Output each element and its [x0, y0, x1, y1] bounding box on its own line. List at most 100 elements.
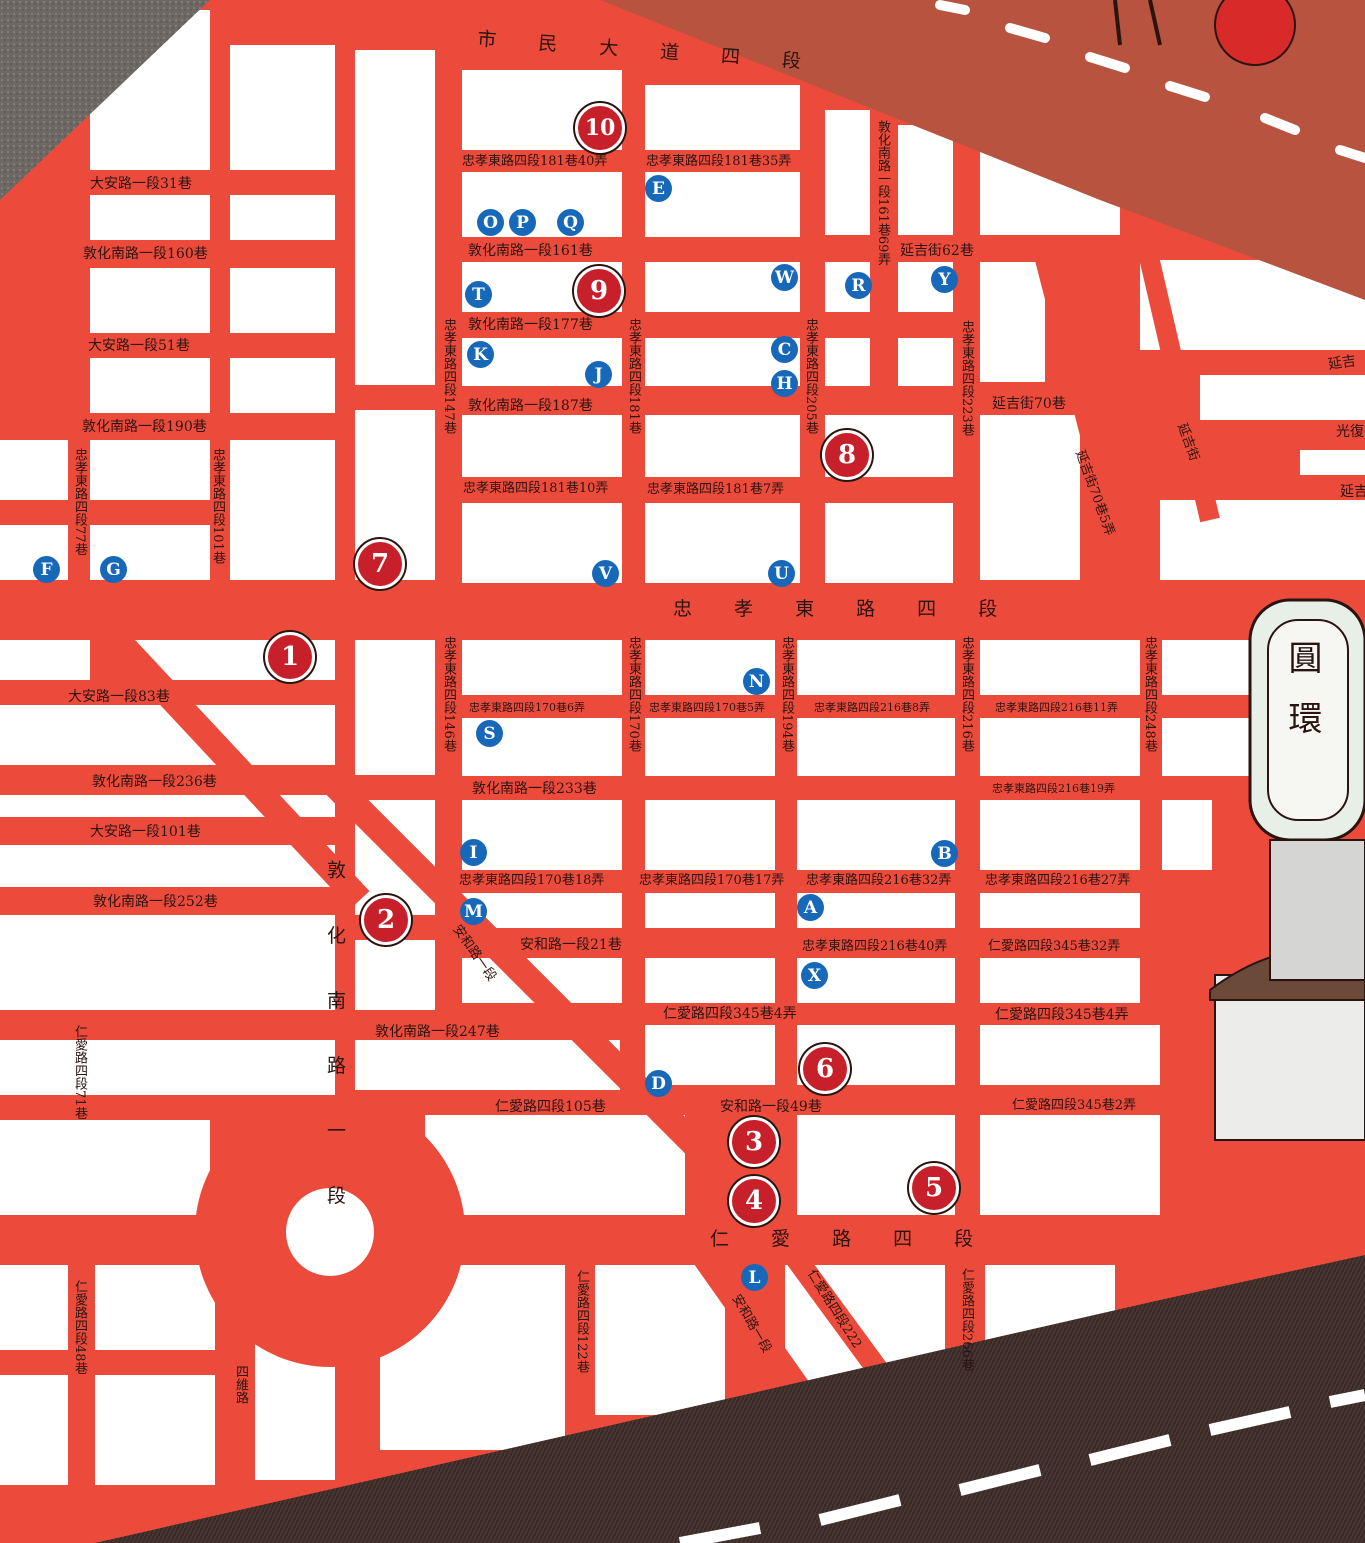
label-alley-vertical: 忠孝東路四段205巷	[803, 318, 818, 434]
label-alley: 延吉街70巷	[992, 396, 1066, 412]
label-alley: 延吉街62巷	[900, 243, 974, 259]
blue-marker[interactable]: M	[460, 898, 487, 925]
red-marker[interactable]: 2	[361, 895, 411, 945]
blue-marker[interactable]: U	[768, 560, 795, 587]
blue-marker[interactable]: I	[460, 839, 487, 866]
roundabout-sign	[1209, 598, 1365, 1141]
road-zhongxiao: 忠 孝 東 路 四 段	[673, 598, 1016, 620]
blue-marker[interactable]: L	[741, 1264, 768, 1291]
label-alley: 忠孝東路四段181巷7弄	[647, 482, 785, 497]
blue-marker[interactable]: G	[100, 556, 127, 583]
sign-text: 圓 環	[1282, 640, 1322, 743]
label-alley: 忠孝東路四段181巷40弄	[462, 154, 608, 169]
label-alley: 敦化南路一段160巷	[83, 246, 208, 262]
label-lane: 忠孝東路四段170巷5弄	[649, 701, 765, 714]
gravel-corner	[0, 0, 210, 200]
label-alley: 敦化南路一段190巷	[82, 419, 207, 435]
label-alley: 大安路一段83巷	[68, 689, 170, 705]
blue-marker[interactable]: S	[476, 720, 503, 747]
label-alley: 仁愛路四段345巷2弄	[1012, 1098, 1137, 1113]
label-edge: 光復	[1336, 424, 1364, 440]
blue-marker[interactable]: X	[801, 962, 828, 989]
label-alley: 大安路一段31巷	[90, 176, 192, 192]
label-alley: 仁愛路四段345巷4弄	[995, 1007, 1129, 1023]
label-alley: 安和路一段21巷	[520, 937, 622, 953]
blue-marker[interactable]: H	[771, 370, 798, 397]
blue-marker[interactable]: B	[931, 840, 958, 867]
label-alley-vertical: 忠孝東路四段147巷	[441, 318, 456, 434]
road-renai: 仁 愛 路 四 段	[710, 1228, 992, 1250]
blue-marker[interactable]: K	[467, 341, 494, 368]
blue-marker[interactable]: Y	[931, 266, 958, 293]
blue-marker[interactable]: N	[743, 668, 770, 695]
label-alley-vertical: 忠孝東路四段170巷	[626, 636, 641, 752]
road-dunhua: 敦 化 南 路 一 段	[324, 860, 346, 1225]
label-alley: 敦化南路一段247巷	[375, 1024, 500, 1040]
label-lane: 忠孝東路四段170巷17弄	[639, 873, 785, 888]
label-alley-vertical: 仁愛路四段122巷	[574, 1270, 589, 1373]
red-marker[interactable]: 3	[729, 1117, 779, 1167]
blue-marker[interactable]: R	[845, 272, 872, 299]
label-alley-vertical: 忠孝東路四段77巷	[72, 448, 87, 556]
label-alley: 仁愛路四段345巷4弄	[663, 1006, 797, 1022]
red-marker[interactable]: 9	[574, 266, 624, 316]
label-lane: 忠孝東路四段170巷6弄	[469, 701, 585, 714]
label-alley: 敦化南路一段236巷	[92, 774, 217, 790]
label-alley-vertical: 忠孝東路四段146巷	[441, 636, 456, 752]
label-alley: 仁愛路四段345巷32弄	[988, 939, 1121, 954]
label-alley: 仁愛路四段105巷	[495, 1099, 606, 1115]
blue-marker[interactable]: V	[592, 560, 619, 587]
label-alley-vertical: 仁愛路四段266巷	[959, 1268, 974, 1371]
label-alley: 大安路一段101巷	[90, 824, 201, 840]
label-lane: 忠孝東路四段170巷18弄	[459, 873, 605, 888]
red-marker[interactable]: 7	[355, 539, 405, 589]
label-alley-vertical: 忠孝東路四段223巷	[959, 320, 974, 436]
label-alley-vertical: 仁愛路四段71巷	[72, 1025, 87, 1120]
red-marker[interactable]: 4	[729, 1176, 779, 1226]
label-alley: 忠孝東路四段181巷35弄	[646, 154, 792, 169]
label-alley: 忠孝東路四段216巷40弄	[802, 939, 948, 954]
label-alley: 敦化南路一段161巷	[468, 243, 593, 259]
label-alley-vertical: 忠孝東路四段101巷	[210, 448, 225, 564]
blue-marker[interactable]: D	[645, 1070, 672, 1097]
blue-marker[interactable]: E	[645, 175, 672, 202]
label-alley-vertical: 忠孝東路四段248巷	[1142, 636, 1157, 752]
label-lane: 忠孝東路四段216巷19弄	[992, 782, 1115, 795]
blue-marker[interactable]: A	[797, 894, 824, 921]
red-marker[interactable]: 10	[575, 103, 625, 153]
label-alley: 敦化南路一段233巷	[472, 781, 597, 797]
label-alley-vertical: 敦化南路一段161巷69弄	[875, 120, 890, 266]
blue-marker[interactable]: P	[509, 209, 536, 236]
label-lane: 忠孝東路四段216巷8弄	[814, 701, 930, 714]
label-lane: 忠孝東路四段216巷27弄	[985, 873, 1131, 888]
label-alley-vertical: 忠孝東路四段216巷	[959, 636, 974, 752]
bottom-asphalt	[95, 1255, 1365, 1543]
label-edge: 延吉	[1340, 484, 1365, 500]
label-alley-vertical: 四維路	[233, 1365, 248, 1404]
label-alley-vertical: 忠孝東路四段181巷	[626, 318, 641, 434]
blue-marker[interactable]: J	[585, 361, 612, 388]
label-alley: 敦化南路一段252巷	[93, 894, 218, 910]
bbq-grill	[1214, 0, 1296, 66]
label-alley: 安和路一段49巷	[720, 1099, 822, 1115]
label-alley-vertical: 忠孝東路四段194巷	[779, 636, 794, 752]
blue-marker[interactable]: W	[771, 264, 798, 291]
label-alley: 敦化南路一段177巷	[468, 317, 593, 333]
rooftop	[600, 0, 1365, 300]
blue-marker[interactable]: T	[465, 281, 492, 308]
blue-marker[interactable]: O	[477, 209, 504, 236]
blue-marker[interactable]: Q	[557, 209, 584, 236]
label-alley: 忠孝東路四段181巷10弄	[463, 481, 609, 496]
label-alley: 大安路一段51巷	[88, 338, 190, 354]
blue-marker[interactable]: F	[33, 556, 60, 583]
label-alley-vertical: 仁愛路四段48巷	[72, 1280, 87, 1375]
label-edge: 延吉	[1327, 353, 1357, 373]
red-marker[interactable]: 6	[800, 1044, 850, 1094]
blue-marker[interactable]: C	[771, 336, 798, 363]
red-marker[interactable]: 5	[909, 1163, 959, 1213]
label-lane: 忠孝東路四段216巷32弄	[806, 873, 952, 888]
red-marker[interactable]: 8	[822, 430, 872, 480]
red-marker[interactable]: 1	[265, 632, 315, 682]
